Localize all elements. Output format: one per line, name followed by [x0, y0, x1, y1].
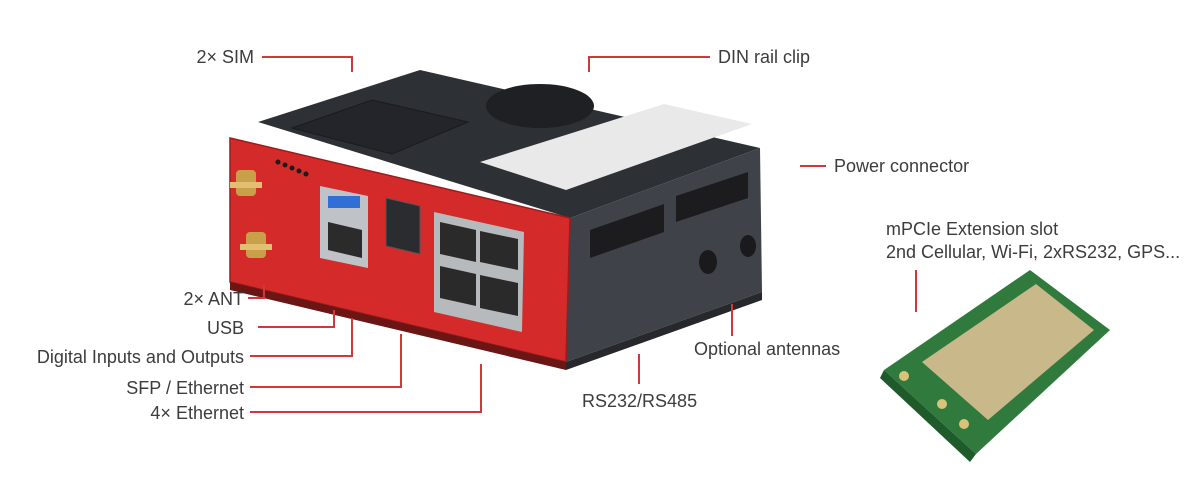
- status-leds: [275, 159, 309, 177]
- usb-port: [328, 196, 360, 208]
- label-rs232-rs485: RS232/RS485: [582, 391, 698, 411]
- antenna-connectors: [230, 170, 272, 258]
- label-sfp-ethernet: SFP / Ethernet: [126, 378, 244, 398]
- label-digital-io: Digital Inputs and Outputs: [36, 347, 244, 367]
- leader-dio: [250, 318, 353, 357]
- optional-antenna-buttons: [699, 235, 756, 274]
- leader-usb: [258, 310, 335, 328]
- label-mpcie-slot: mPCIe Extension slot: [886, 219, 1059, 239]
- rs232-terminal: [590, 204, 664, 258]
- label-2x-ant: 2× ANT: [183, 289, 244, 309]
- product-label-sticker: [480, 104, 752, 190]
- leader-lines: [248, 56, 917, 413]
- din-clip-recess: [486, 84, 594, 128]
- sfp-port: [385, 197, 421, 255]
- label-mpcie-options: 2nd Cellular, Wi-Fi, 2xRS232, GPS...: [886, 242, 1181, 262]
- leader-sfp: [250, 334, 402, 388]
- mpcie-shield: [922, 284, 1094, 420]
- label-4x-ethernet: 4× Ethernet: [150, 403, 244, 423]
- sim-cover: [290, 99, 470, 155]
- leader-eth4: [250, 364, 482, 413]
- leader-ant: [248, 285, 265, 299]
- dido-port: [328, 222, 362, 258]
- label-optional-antennas: Optional antennas: [694, 339, 841, 359]
- label-din-rail-clip: DIN rail clip: [718, 47, 811, 67]
- label-usb: USB: [206, 318, 244, 338]
- power-terminal: [676, 172, 748, 222]
- leader-sim: [262, 56, 353, 72]
- label-2x-sim: 2× SIM: [196, 47, 254, 67]
- leader-din: [588, 56, 710, 72]
- label-power-connector: Power connector: [834, 156, 970, 176]
